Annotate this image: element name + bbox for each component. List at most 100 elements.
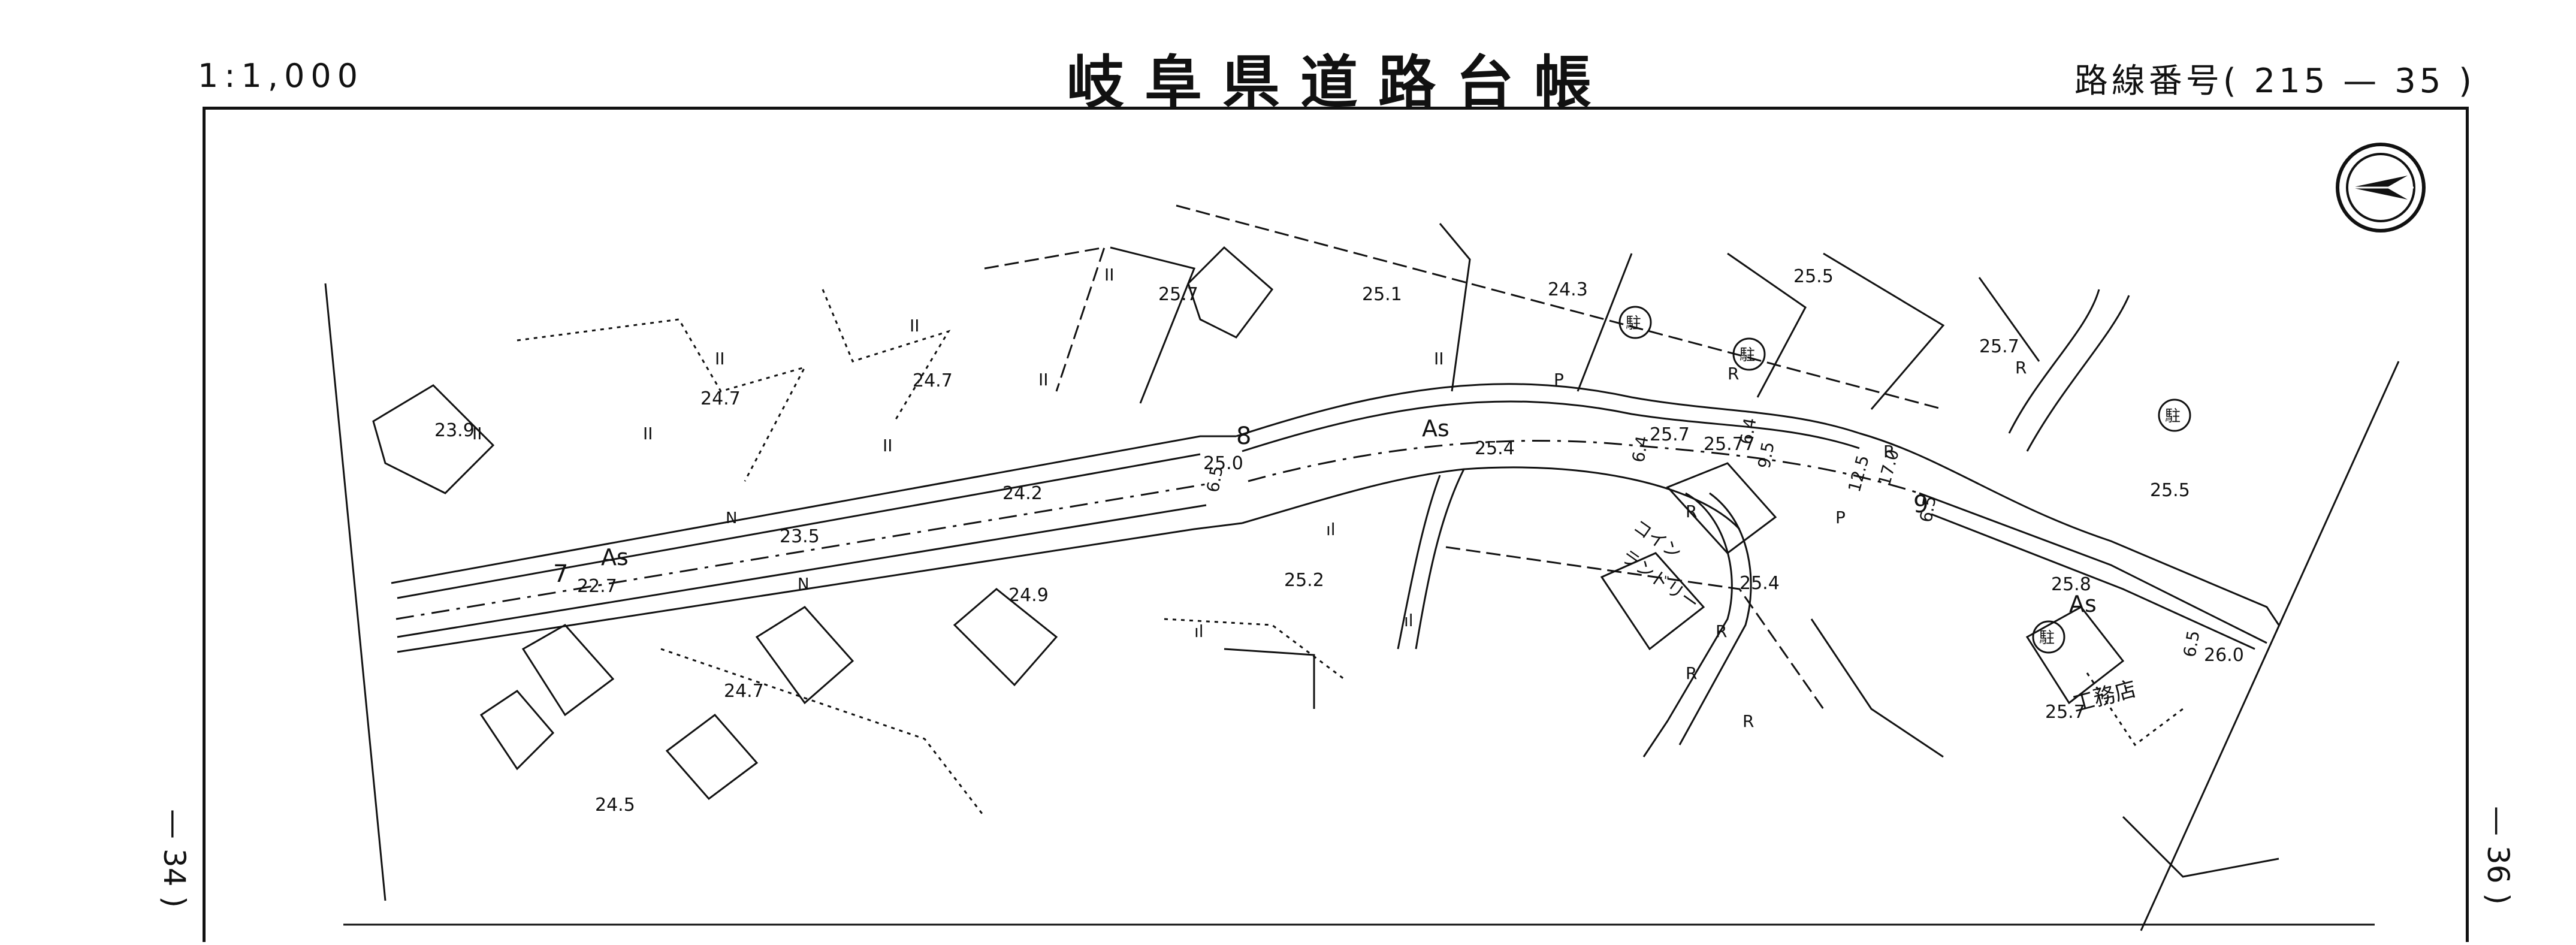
land-use-symbol: II bbox=[883, 436, 893, 455]
parcel-line bbox=[1978, 277, 2040, 362]
land-use-symbol: II bbox=[715, 349, 725, 369]
elevation-label: 25.7 bbox=[1650, 424, 1690, 445]
width-label: 9.5 bbox=[1754, 440, 1778, 470]
previous-sheet-ref: — 34 ) bbox=[157, 809, 192, 908]
building bbox=[665, 713, 759, 801]
road-edge bbox=[1642, 492, 1733, 757]
road-edge bbox=[2026, 295, 2130, 452]
route-close-paren: ) bbox=[2459, 62, 2475, 101]
road-edge bbox=[1242, 400, 1860, 452]
elevation-label: 23.9 bbox=[434, 420, 475, 441]
parking-label: 駐 bbox=[2039, 629, 2055, 647]
land-use-symbol: ıl bbox=[1326, 520, 1336, 539]
boundary-line bbox=[324, 283, 386, 901]
elevation-label: 25.8 bbox=[2051, 574, 2091, 595]
road-edge bbox=[391, 435, 1236, 584]
road-marker: R bbox=[2015, 358, 2027, 378]
elevation-label: 25.7 bbox=[1979, 336, 2019, 357]
width-label: 6.5 bbox=[1203, 464, 1227, 494]
parking-symbol bbox=[2158, 398, 2191, 432]
next-sheet-ref: — 36 ) bbox=[2481, 806, 2515, 905]
width-label: 12.5 bbox=[1844, 453, 1873, 494]
road-marker: R bbox=[1686, 663, 1697, 683]
elevation-label: 25.5 bbox=[2150, 480, 2190, 501]
land-use-symbol: II bbox=[1104, 265, 1115, 285]
building bbox=[372, 384, 495, 494]
elevation-label: 25.5 bbox=[1793, 266, 1834, 287]
elevation-label: 24.9 bbox=[1008, 585, 1049, 606]
parcel-line bbox=[822, 289, 951, 422]
map-scale: 1:1,000 bbox=[198, 57, 364, 95]
road-edge bbox=[1236, 383, 1860, 437]
parcel-line bbox=[1439, 223, 1471, 392]
road-edge bbox=[1859, 432, 2280, 626]
elevation-label: 24.7 bbox=[700, 388, 741, 409]
north-marker: N bbox=[798, 575, 809, 593]
road-edge bbox=[1931, 513, 2255, 650]
surface-label: As bbox=[2069, 591, 2097, 617]
land-use-symbol: ıl bbox=[1194, 621, 1204, 641]
page-title: 岐阜県道路台帳 bbox=[1067, 49, 1612, 116]
road-edge bbox=[397, 453, 1201, 599]
road-marker: P bbox=[1835, 508, 1846, 527]
route-label: 路線番号 bbox=[2074, 62, 2223, 101]
building bbox=[1666, 462, 1777, 555]
parcel-line bbox=[1823, 252, 1945, 410]
building-label: 工務店 bbox=[2070, 677, 2139, 717]
parking-label: 駐 bbox=[1626, 315, 1641, 333]
route-dash: — bbox=[2343, 62, 2381, 101]
parking-symbol bbox=[2032, 620, 2065, 654]
parking-symbol bbox=[1618, 306, 1652, 339]
parcel-line bbox=[1164, 618, 1345, 680]
road-edge bbox=[1242, 466, 1741, 530]
width-label: 6.5 bbox=[2179, 629, 2203, 659]
parcel-line bbox=[1110, 246, 1196, 404]
land-use-symbol: II bbox=[1038, 370, 1049, 390]
road-edge bbox=[2008, 289, 2100, 434]
parcel-line bbox=[1445, 546, 1825, 709]
surface-label: As bbox=[601, 544, 629, 570]
elevation-label: 22.7 bbox=[577, 576, 617, 597]
parcel-line bbox=[2086, 672, 2184, 747]
building bbox=[479, 690, 555, 771]
road-marker: R bbox=[1716, 621, 1727, 641]
elevation-label: 25.7 bbox=[2045, 702, 2085, 723]
road-edge bbox=[1678, 492, 1752, 745]
parking-label: 駐 bbox=[1740, 346, 1755, 364]
building bbox=[755, 606, 854, 705]
road-marker: R bbox=[1883, 442, 1895, 461]
route-sheet: 35 bbox=[2394, 62, 2445, 101]
parcel-line bbox=[1810, 618, 1944, 758]
elevation-label: 25.2 bbox=[1284, 570, 1324, 591]
route-number: 路線番号( 215 — 35 ) bbox=[2074, 54, 2475, 102]
road-edge bbox=[1248, 440, 1920, 494]
road-marker: P bbox=[1554, 370, 1564, 390]
land-use-symbol: II bbox=[910, 316, 920, 336]
elevation-label: 26.0 bbox=[2204, 645, 2244, 666]
elevation-label: 25.0 bbox=[1203, 453, 1243, 474]
width-label: 6.4 bbox=[1736, 416, 1760, 446]
parking-symbol bbox=[1732, 337, 1766, 371]
land-use-symbol: II bbox=[643, 424, 653, 443]
building bbox=[1600, 552, 1705, 651]
land-use-symbol: ıl bbox=[1404, 611, 1414, 630]
route-open-paren: ( bbox=[2222, 62, 2240, 101]
building-label: ランドリー bbox=[1617, 546, 1702, 615]
road-marker: R bbox=[1728, 364, 1739, 384]
road-edge bbox=[397, 504, 1207, 638]
parcel-line bbox=[1176, 204, 1944, 410]
road-edge bbox=[1919, 492, 2267, 644]
route-number-value: 215 bbox=[2254, 62, 2329, 101]
parcel-line bbox=[660, 648, 986, 817]
building bbox=[1187, 246, 1274, 339]
chainage-number: 7 bbox=[553, 560, 568, 588]
parcel-line bbox=[517, 318, 807, 482]
building bbox=[953, 588, 1058, 687]
width-label: 6.5 bbox=[1916, 494, 1940, 524]
elevation-label: 25.7 bbox=[1158, 284, 1198, 305]
elevation-label: 24.7 bbox=[724, 681, 764, 702]
elevation-label: 23.5 bbox=[780, 526, 820, 547]
chainage-number: 8 bbox=[1236, 422, 1251, 450]
building bbox=[2025, 606, 2125, 705]
